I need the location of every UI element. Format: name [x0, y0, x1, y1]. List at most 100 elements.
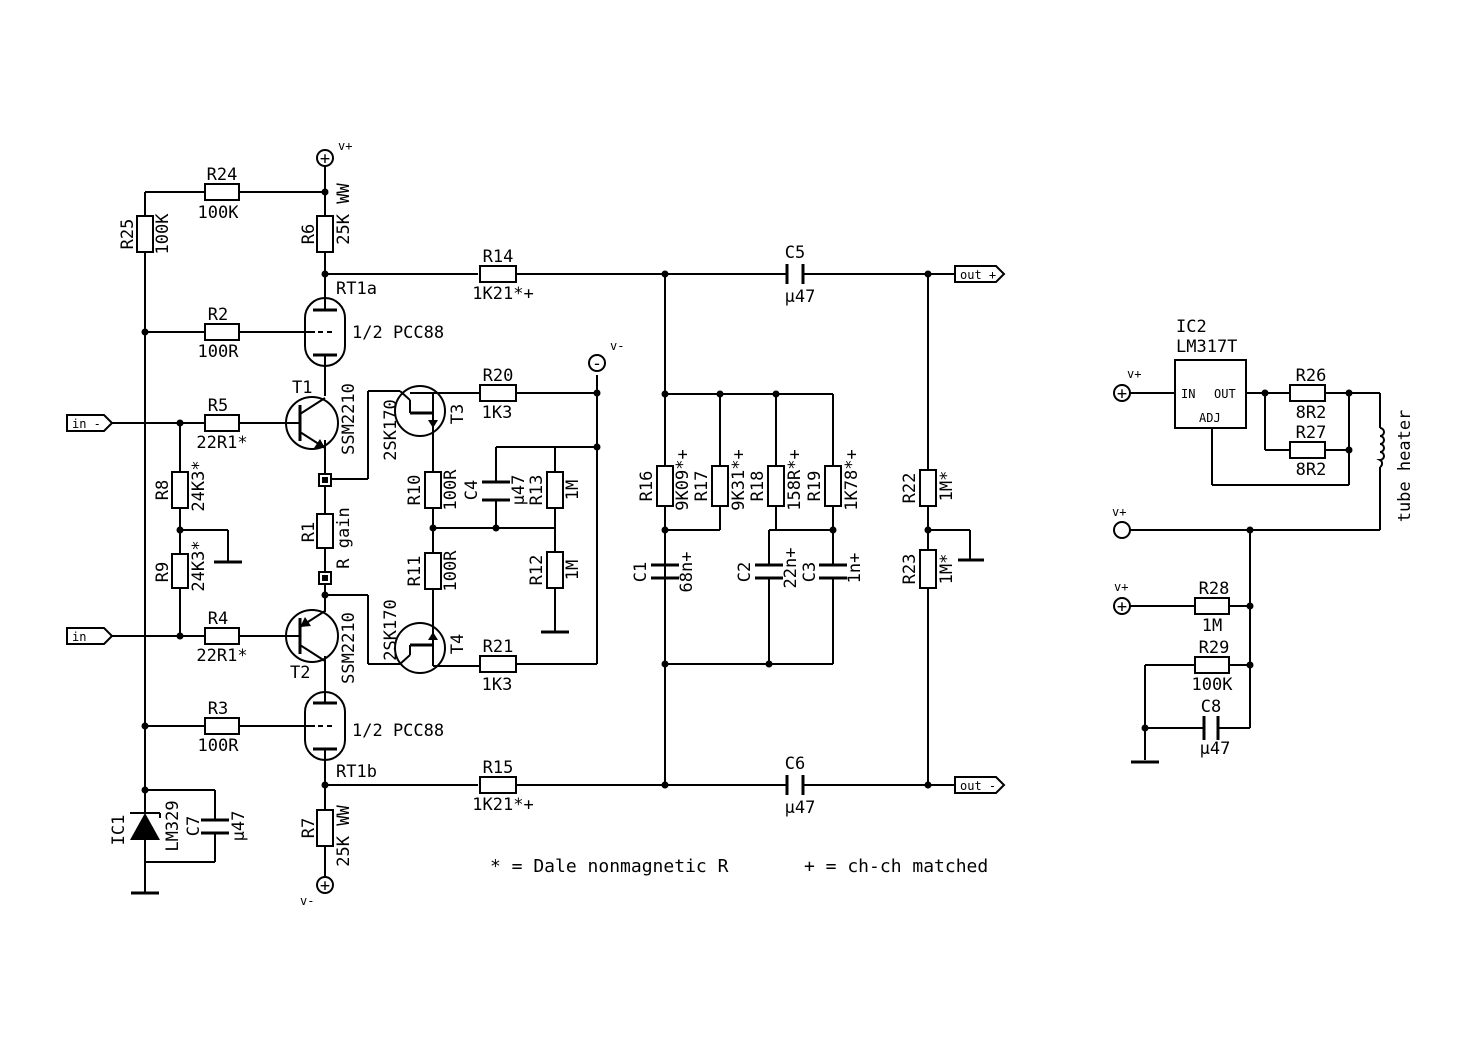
- R24-val: 100K: [198, 203, 240, 223]
- R9-body: [171, 553, 189, 589]
- R8-body: [171, 471, 189, 509]
- C1-ref: C1: [631, 562, 651, 582]
- tube-RT1b: [304, 691, 346, 761]
- T2-val: SSM2210: [339, 612, 359, 684]
- RT1a-val: 1/2 PCC88: [352, 323, 444, 343]
- R12-body: [546, 551, 564, 589]
- R23-body: [919, 549, 937, 589]
- jfet-T3: [394, 385, 446, 437]
- C5-ref: C5: [785, 243, 805, 263]
- R10-val: 100R: [441, 469, 461, 511]
- R21-ref: R21: [483, 637, 514, 657]
- C5-val: µ47: [785, 287, 816, 307]
- R20-val: 1K3: [482, 403, 513, 423]
- vneg-terminal-bottom: + v-: [300, 876, 334, 908]
- R26-body: [1289, 384, 1326, 402]
- RT1a-ref: RT1a: [336, 279, 377, 299]
- R20-ref: R20: [483, 366, 514, 386]
- R8-ref: R8: [153, 480, 173, 500]
- port-in-neg: in -: [66, 414, 114, 432]
- svg-text:in -: in -: [72, 417, 101, 431]
- R23-val: 1M*: [937, 554, 957, 585]
- note-dale: * = Dale nonmagnetic R: [490, 856, 729, 877]
- labels-vertical: R25 100K R6 25K WW R8 24K3* R9 24K3* R1 …: [109, 183, 1415, 867]
- svg-text:+: +: [1117, 384, 1127, 404]
- svg-text:out -: out -: [960, 779, 996, 793]
- svg-text:+: +: [320, 149, 330, 169]
- C7-val: µ47: [229, 811, 249, 842]
- R14-ref: R14: [483, 247, 514, 267]
- C3-ref: C3: [800, 562, 820, 582]
- R19-val: 1K78*+: [842, 449, 862, 510]
- R5-ref: R5: [208, 396, 228, 416]
- IC2-pin-out: OUT: [1214, 387, 1236, 401]
- T4-val: 2SK170: [381, 599, 401, 660]
- R21-body: [479, 655, 517, 673]
- R25-ref: R25: [118, 219, 138, 250]
- port-out-neg: out -: [954, 776, 1006, 794]
- R6-ref: R6: [299, 224, 319, 244]
- R3-val: 100R: [198, 736, 240, 756]
- R18-ref: R18: [748, 471, 768, 502]
- R22-ref: R22: [900, 473, 920, 504]
- R2-ref: R2: [208, 305, 228, 325]
- R28-body: [1194, 597, 1230, 615]
- svg-text:v-: v-: [300, 894, 314, 908]
- R29-body: [1194, 656, 1230, 674]
- R22-val: 1M*: [937, 471, 957, 502]
- R27-body: [1289, 441, 1326, 459]
- transistor-T2: [285, 609, 339, 663]
- grounds: [131, 558, 1159, 895]
- capacitors: [201, 264, 1220, 835]
- C4-ref: C4: [462, 480, 482, 500]
- port-in-pos: in: [66, 627, 114, 645]
- R13-ref: R13: [527, 475, 547, 506]
- svg-text:v+: v+: [338, 139, 352, 153]
- R19-ref: R19: [805, 471, 825, 502]
- R16-body: [656, 465, 674, 507]
- R15-val: 1K21*+: [472, 795, 533, 815]
- supply-terminals: + v+ + v- - v- + v+ v+ + v+: [300, 139, 1141, 908]
- R28-val: 1M: [1202, 616, 1222, 636]
- R11-body: [424, 552, 442, 590]
- R28-ref: R28: [1199, 579, 1230, 599]
- C3-val: 1n+: [845, 553, 865, 584]
- R10-ref: R10: [405, 475, 425, 506]
- R19-body: [824, 465, 842, 507]
- C4-val: µ47: [509, 475, 529, 506]
- T3-ref: T3: [448, 404, 468, 424]
- svg-text:v+: v+: [1112, 505, 1126, 519]
- C6-ref: C6: [785, 754, 805, 774]
- C6-val: µ47: [785, 798, 816, 818]
- R13-body: [546, 471, 564, 509]
- heater-ref-terminal: v+: [1112, 505, 1131, 539]
- R10-body: [424, 471, 442, 509]
- bias-vpos-terminal: + v+: [1113, 580, 1131, 617]
- svg-text:out +: out +: [960, 268, 996, 282]
- R22-body: [919, 469, 937, 507]
- R24-ref: R24: [207, 165, 238, 185]
- IC1-val: LM329: [163, 800, 183, 851]
- T2-ref: T2: [290, 663, 310, 683]
- svg-text:+: +: [1117, 597, 1127, 617]
- R29-ref: R29: [1199, 638, 1230, 658]
- T1-ref: T1: [292, 378, 312, 398]
- R11-val: 100R: [441, 550, 461, 592]
- R12-val: 1M: [563, 560, 583, 580]
- R18-val: 158R*+: [785, 449, 805, 510]
- R17-ref: R17: [692, 471, 712, 502]
- port-out-pos: out +: [954, 265, 1006, 283]
- R12-ref: R12: [527, 555, 547, 586]
- jfet-T4: [394, 622, 446, 674]
- regulator-IC2: [1174, 359, 1247, 429]
- RT1b-val: 1/2 PCC88: [352, 721, 444, 741]
- IC2-ref: IC2: [1176, 317, 1207, 337]
- R5-val: 22R1*: [196, 433, 247, 453]
- IC2-val: LM317T: [1176, 337, 1237, 357]
- T3-val: 2SK170: [381, 399, 401, 460]
- IC2-pin-adj: ADJ: [1199, 411, 1221, 425]
- svg-text:in: in: [72, 630, 86, 644]
- R16-val: 9K09*+: [673, 449, 693, 510]
- C7-ref: C7: [184, 816, 204, 836]
